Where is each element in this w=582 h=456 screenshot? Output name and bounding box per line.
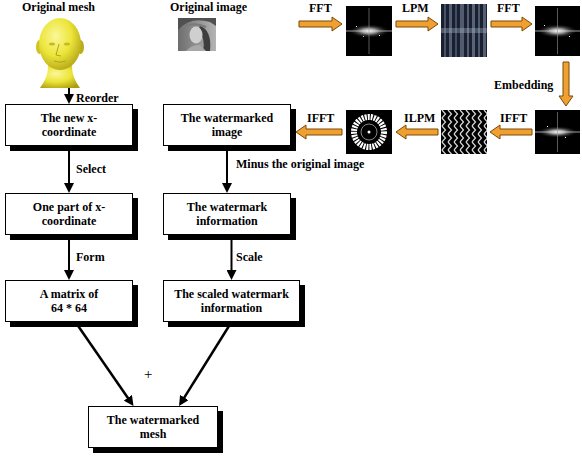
lpm-image	[441, 4, 487, 57]
node-text: The watermarked image	[174, 111, 280, 140]
operation-label: IFFT	[500, 111, 527, 125]
spectrum-image	[565, 137, 566, 138]
process-arrow	[491, 17, 532, 31]
connector-arrow	[68, 88, 70, 100]
spectrum-image	[369, 8, 370, 54]
process-box: The scaled watermark information	[163, 280, 300, 322]
ring-image	[346, 110, 392, 154]
ring-image	[346, 110, 392, 154]
spectrum-image	[535, 6, 580, 56]
node-text: Original image	[170, 0, 247, 14]
spectrum-image	[356, 26, 357, 27]
spectrum-image	[535, 110, 580, 154]
ilpm-image	[441, 110, 487, 154]
spectrum-image	[379, 35, 380, 36]
lpm-image	[441, 28, 487, 33]
head-mesh-illustration	[64, 43, 70, 46]
node-text: Original mesh	[22, 0, 95, 14]
lena-image	[184, 24, 206, 27]
connector-arrow	[226, 146, 228, 189]
operation-label: FFT	[309, 1, 332, 15]
operation-label: ILPM	[404, 111, 435, 125]
process-arrow	[299, 17, 342, 31]
edge-label: Form	[76, 250, 105, 264]
operation-label: Embedding	[494, 78, 553, 92]
process-box: The watermarked mesh	[88, 406, 218, 448]
connector-arrow	[68, 146, 70, 189]
spectrum-image	[547, 126, 548, 127]
head-mesh-illustration	[49, 43, 55, 46]
process-box: The watermark information	[163, 193, 291, 235]
connector-arrow	[68, 235, 70, 276]
edge-label: Select	[76, 162, 106, 176]
ring-image	[361, 124, 377, 140]
spectrum-image	[557, 112, 558, 152]
plus-sign: +	[144, 366, 152, 383]
head-mesh-illustration	[54, 61, 66, 62]
head-mesh-illustration	[56, 44, 61, 56]
spectrum-image	[569, 36, 570, 37]
edge-label: Minus the original image	[236, 157, 364, 171]
node-text: The scaled watermark information	[170, 287, 294, 316]
spectrum-image	[557, 8, 558, 54]
connector-arrow	[181, 322, 231, 403]
node-text: The watermarked mesh	[101, 413, 205, 442]
lena-image	[178, 18, 216, 51]
connector-arrow	[75, 322, 131, 403]
spectrum-image	[535, 110, 580, 154]
illustration-node: Original mesh	[19, 0, 119, 88]
lpm-image	[441, 4, 487, 57]
process-box: The new x-coordinate	[5, 104, 133, 146]
node-text: The watermark information	[174, 200, 280, 229]
process-arrow	[396, 17, 438, 31]
spectrum-image	[346, 6, 392, 56]
process-arrow	[396, 125, 438, 139]
lena-image	[186, 45, 206, 51]
ilpm-image	[441, 110, 487, 154]
process-box: A matrix of 64 * 64	[5, 280, 133, 322]
node-text: One part of x-coordinate	[23, 200, 115, 229]
spectrum-image	[535, 6, 580, 56]
spectrum-image	[346, 6, 392, 56]
process-arrow	[296, 125, 342, 139]
lena-image	[190, 27, 203, 44]
process-box: One part of x-coordinate	[5, 193, 133, 235]
operation-label: IFFT	[307, 111, 334, 125]
process-arrow	[559, 62, 573, 106]
lena-image	[178, 18, 216, 51]
process-arrow	[296, 17, 573, 139]
edge-label: Scale	[236, 250, 263, 264]
connector-arrow	[231, 235, 233, 276]
edge-label: Reorder	[76, 91, 119, 105]
ring-image	[368, 131, 371, 134]
spectrum-image	[544, 25, 545, 26]
process-arrow	[490, 125, 532, 139]
ilpm-image	[441, 110, 487, 154]
process-box: The watermarked image	[163, 104, 291, 146]
node-text: A matrix of 64 * 64	[34, 287, 104, 316]
node-text: The new x-coordinate	[23, 111, 115, 140]
head-mesh-illustration	[36, 18, 84, 88]
operation-label: LPM	[402, 1, 429, 15]
ring-image	[354, 117, 384, 147]
head-mesh-illustration	[39, 18, 81, 70]
illustration-node: Original image	[167, 0, 257, 52]
spectrum-image	[363, 36, 364, 37]
operation-label: FFT	[497, 1, 520, 15]
